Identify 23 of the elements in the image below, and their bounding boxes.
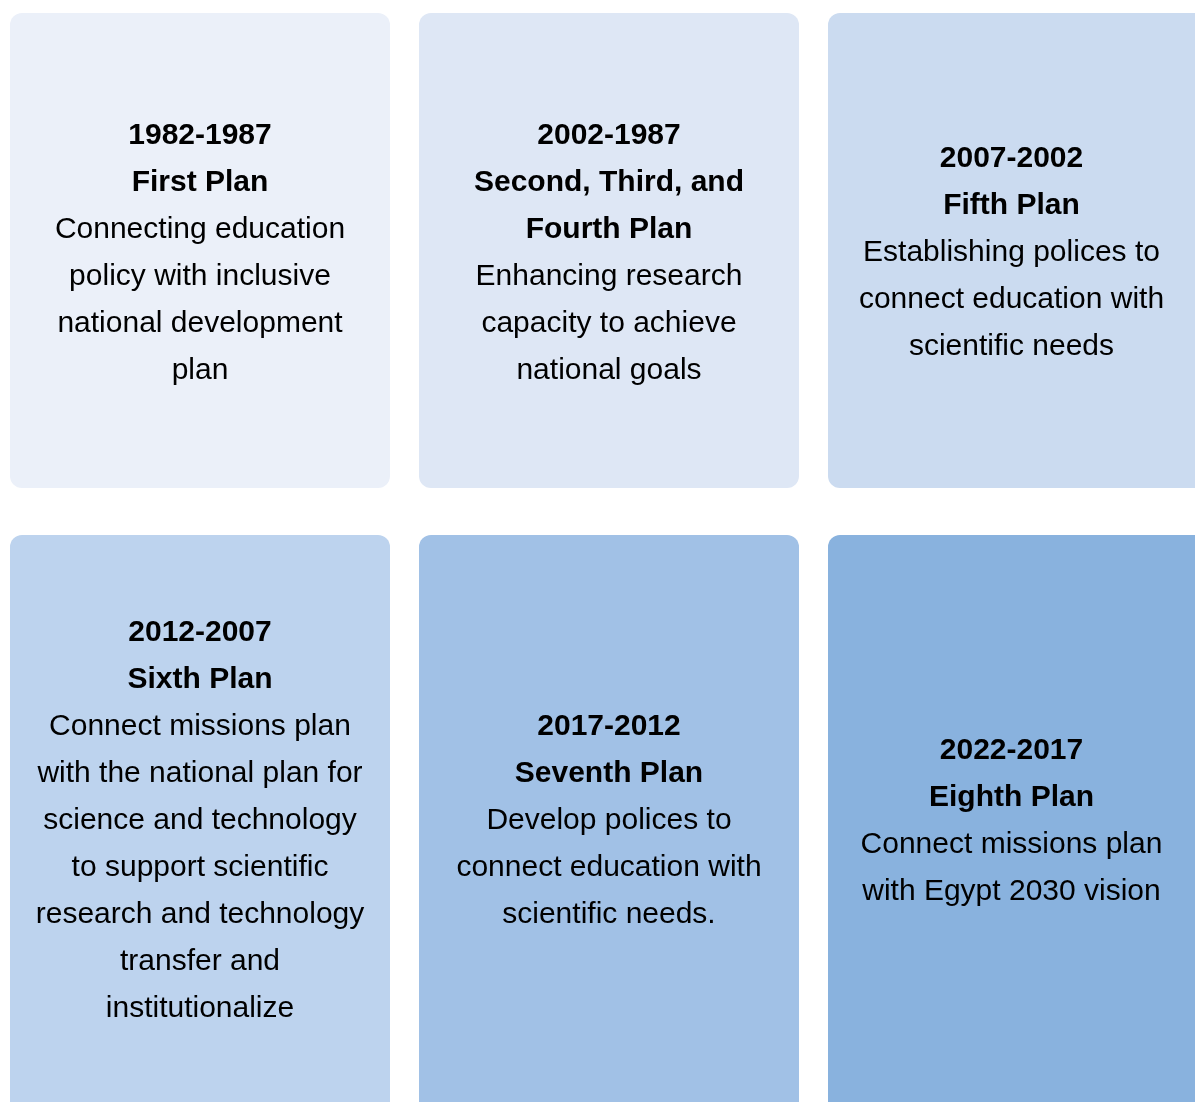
plan-card bbox=[828, 13, 1195, 488]
plan-description: Connect missions plan with Egypt 2030 vision bbox=[859, 824, 1164, 908]
plan-title: Eighth Plan bbox=[928, 777, 1095, 814]
plan-description: Connect missions plan with the national plan for science and technology to support scientific research and technology transfer and institutionalize bbox=[34, 707, 366, 1025]
plan-title: Fifth Plan bbox=[942, 186, 1081, 222]
period-label: 2007-2002 bbox=[938, 139, 1085, 175]
plan-description: Establishing polices to connect education with scientific needs bbox=[857, 233, 1166, 363]
period-label: 2012-2007 bbox=[127, 613, 273, 649]
period-label: 2017-2012 bbox=[536, 707, 682, 743]
plan-card bbox=[10, 535, 390, 1102]
period-label: 2002-1987 bbox=[536, 115, 682, 152]
period-label: 2022-2017 bbox=[938, 730, 1085, 767]
plan-title: Sixth Plan bbox=[126, 660, 274, 696]
plan-card bbox=[828, 535, 1195, 1102]
plan-title: Second, Third, and Fourth Plan bbox=[473, 162, 745, 246]
plan-description: Connecting education policy with inclusive national development plan bbox=[53, 209, 347, 387]
plan-card bbox=[419, 13, 799, 488]
plan-card bbox=[419, 535, 799, 1102]
period-label: 1982-1987 bbox=[127, 115, 273, 152]
plan-description: Enhancing research capacity to achieve national goals bbox=[474, 256, 744, 387]
plan-title: First Plan bbox=[130, 162, 270, 199]
plan-description: Develop polices to connect education with scientific needs. bbox=[455, 801, 763, 931]
plan-title: Seventh Plan bbox=[513, 754, 705, 790]
